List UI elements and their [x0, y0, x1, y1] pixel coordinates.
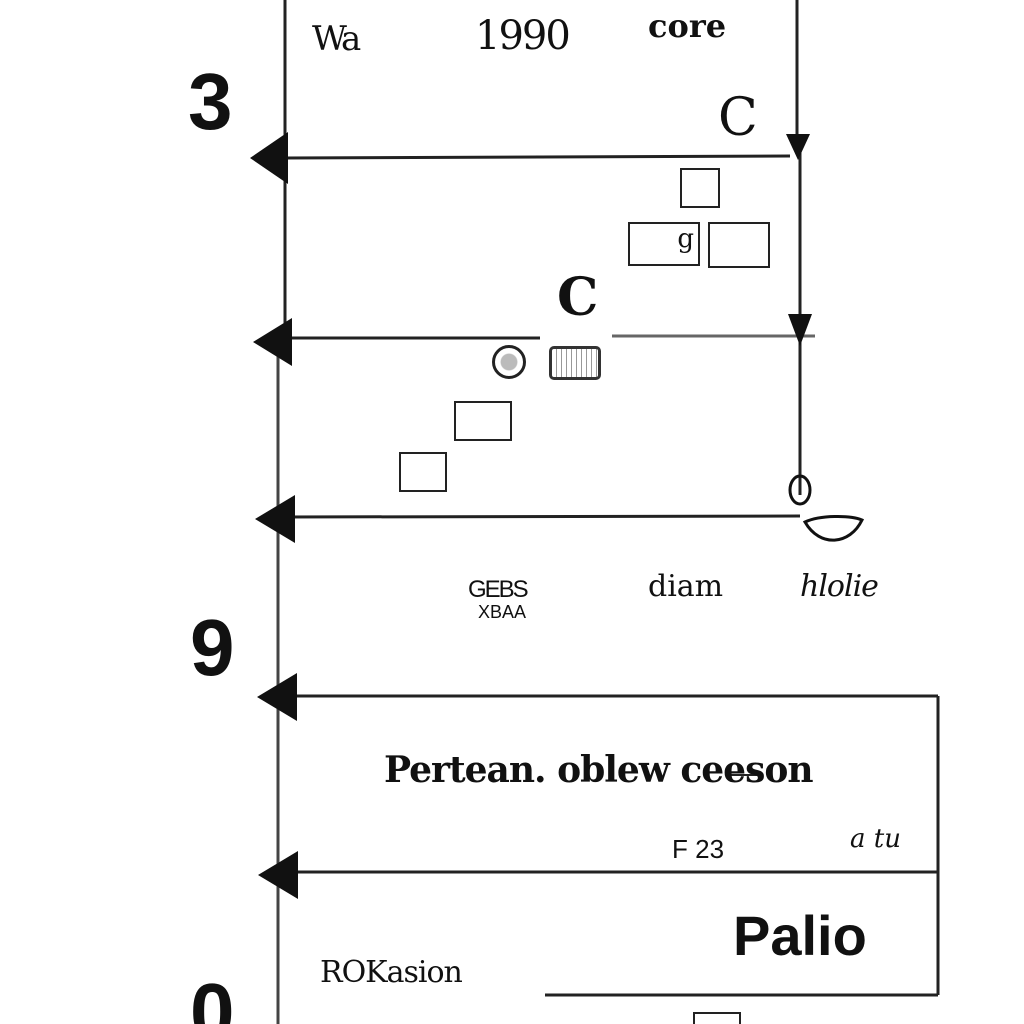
- stair-box-2: [399, 452, 447, 492]
- bottom-partial-box: [693, 1012, 741, 1024]
- right-marker-1: [786, 134, 810, 160]
- panel1-label-left: F 23: [672, 834, 725, 864]
- keyboard-icon: [549, 346, 601, 380]
- row-arrow-5: [258, 851, 298, 899]
- right-bulb: [788, 474, 812, 506]
- top-label-right: core: [648, 7, 727, 45]
- panel2-label-left: ROKasion: [320, 955, 463, 990]
- top-label-left: Wa: [312, 19, 361, 59]
- number-nine: 9: [190, 603, 235, 692]
- row4-label-left-top: GEBS: [468, 576, 529, 603]
- small-box-1: [680, 168, 720, 208]
- right-marker-2: [788, 314, 812, 346]
- glyph-c-lower: C: [557, 267, 599, 328]
- top-label-year: 1990: [475, 13, 571, 59]
- row-line-3: [284, 514, 801, 519]
- panel2-heading: Palio: [733, 904, 867, 967]
- row-arrow-4: [257, 673, 297, 721]
- number-three: 3: [188, 57, 233, 146]
- row4-label-left-bottom: XBAA: [478, 602, 527, 622]
- panel1-label-right: a tu: [850, 824, 901, 854]
- circle-icon: [492, 345, 526, 379]
- glyph-c-upper: C: [718, 88, 758, 148]
- right-squiggle: [802, 515, 865, 542]
- row4-label-right: hlolie: [800, 569, 879, 604]
- small-box-2-glyph: g: [677, 224, 694, 254]
- row-arrow-2: [253, 318, 292, 366]
- row-arrow-3: [255, 495, 295, 543]
- row-line-1: [284, 154, 791, 160]
- stair-box-1: [454, 401, 512, 441]
- small-box-2: g: [628, 222, 700, 266]
- row4-label-center: diam: [648, 569, 724, 604]
- small-box-3: [708, 222, 770, 268]
- panel1-heading: Pertean. oblew ceeson: [384, 749, 814, 791]
- number-zero: 0: [190, 967, 235, 1024]
- row-arrow-1: [250, 132, 288, 184]
